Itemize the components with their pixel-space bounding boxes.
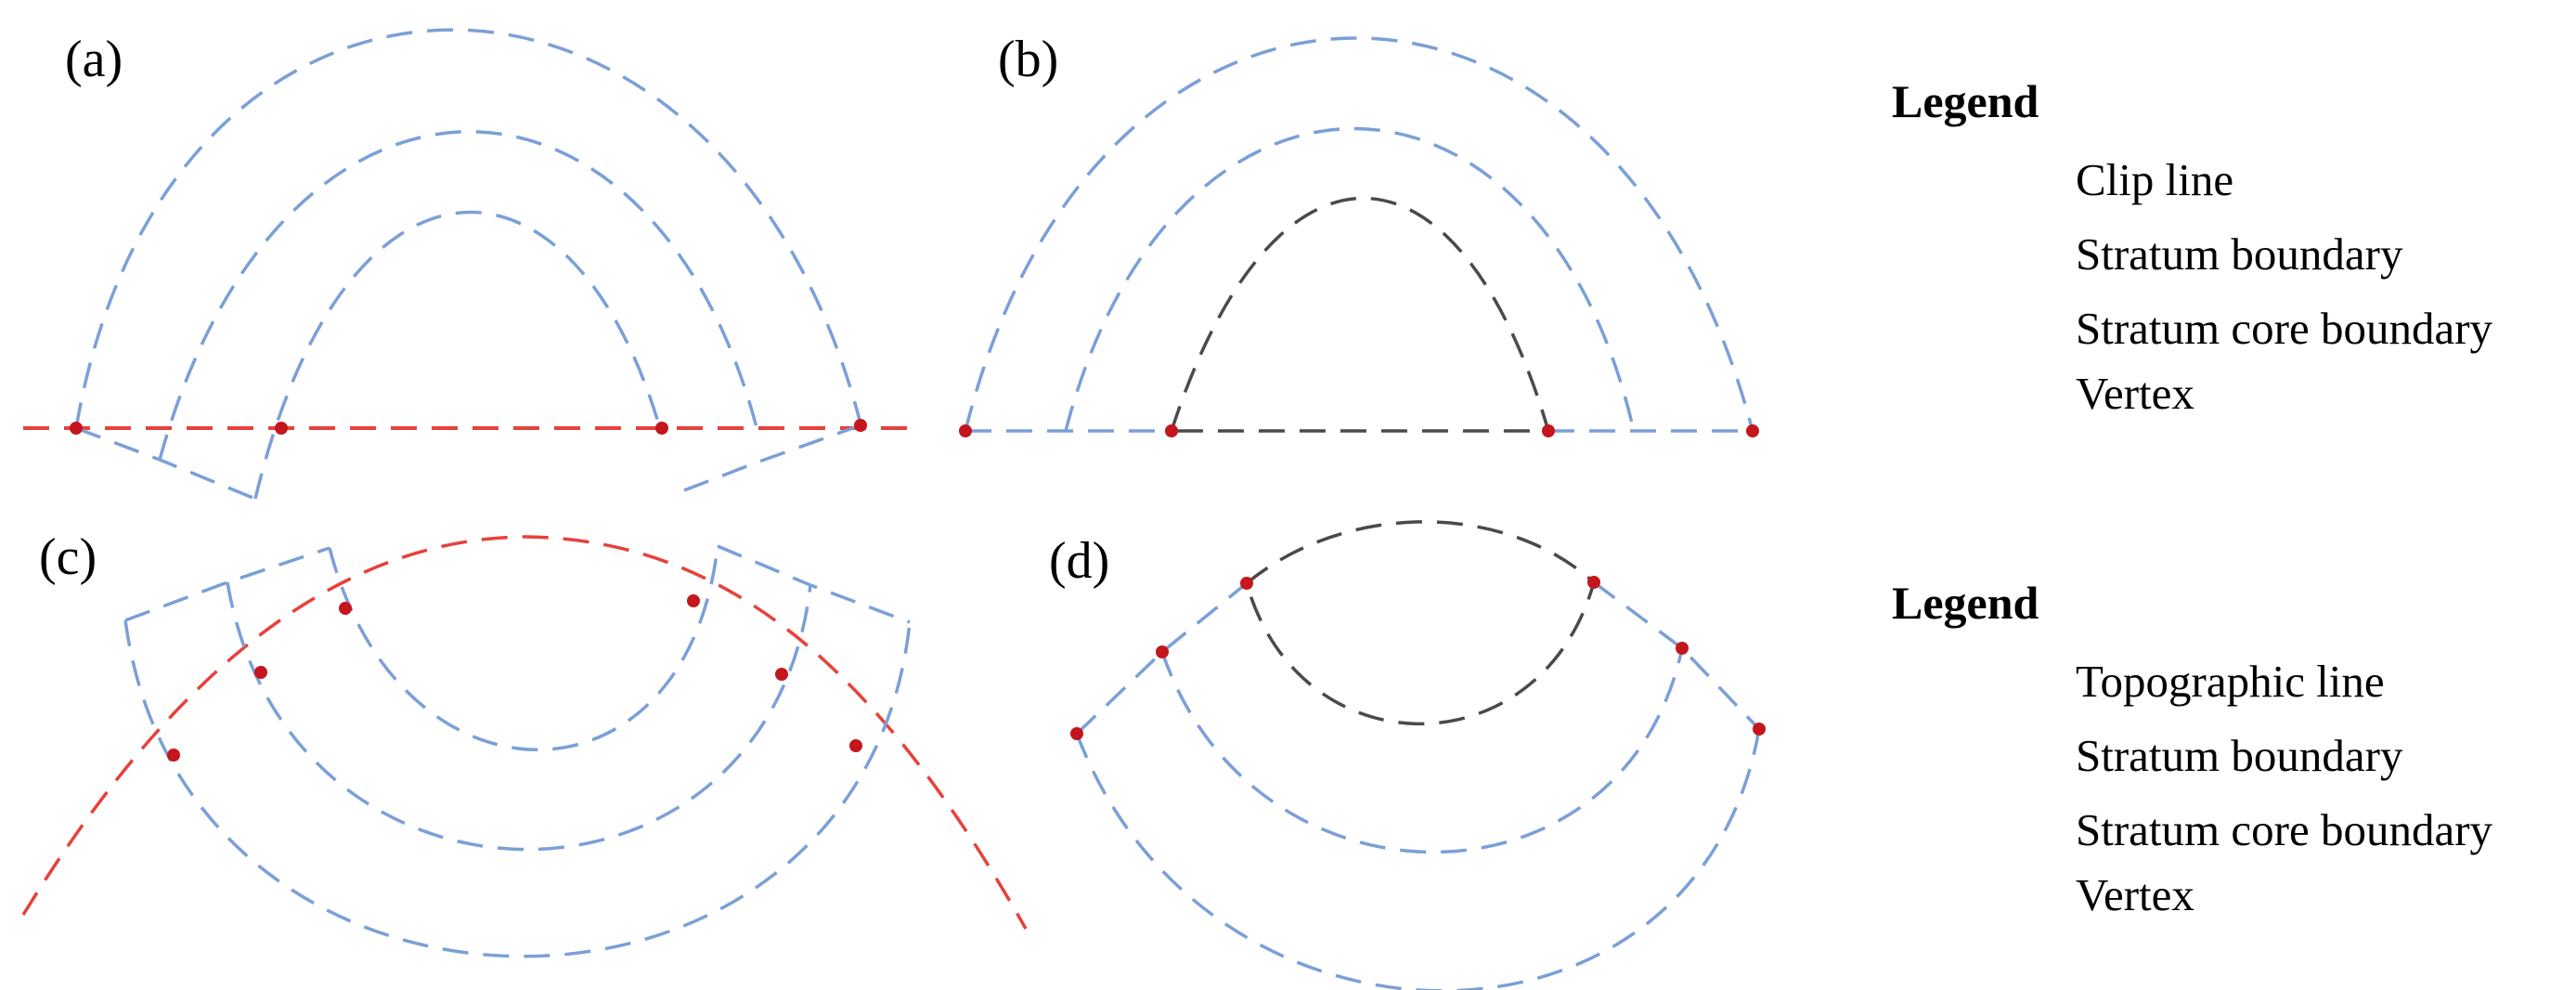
legend-bottom: Legend Topographic line Stratum boundary… [1892, 577, 2493, 920]
panel-d-outer-stratum-boundary [1075, 728, 1761, 990]
panel-a-right-end-cap [683, 423, 861, 492]
panel-c-inner-stratum-boundary [328, 545, 719, 751]
panel-a-outer-stratum-boundary [74, 28, 862, 429]
legend-bottom-item-vertex: Vertex [2076, 869, 2194, 920]
panel-c-topographic-line [21, 535, 1028, 930]
panel-b-label: (b) [998, 31, 1058, 88]
legend-top-item-stratum-core-boundary: Stratum core boundary [2076, 303, 2493, 354]
panel-d-label: (d) [1049, 532, 1109, 590]
panel-c-label: (c) [39, 528, 97, 586]
panel-d-vertex [1587, 576, 1600, 589]
panel-b-vertex [1542, 424, 1555, 437]
legend-bottom-item-topographic-line: Topographic line [2076, 656, 2385, 707]
panel-a-inner-stratum-boundary [253, 210, 661, 500]
panel-d-vertex [1156, 645, 1169, 658]
panel-b-outer-stratum-boundary [964, 36, 1754, 432]
legend-top-title: Legend [1892, 75, 2039, 127]
panel-a: (a) [23, 28, 919, 501]
panel-a-left-end-cap [75, 426, 256, 501]
panel-a-vertex [275, 422, 288, 435]
panel-a-vertex [655, 422, 668, 435]
panel-c-vertex [775, 668, 788, 681]
panel-b-stratum-core-boundary [1169, 196, 1551, 433]
panel-c-middle-stratum-boundary [226, 581, 812, 852]
panel-c-left-top-cap [124, 546, 330, 622]
panel-c-vertex [254, 666, 267, 679]
panel-d-top-right-boundary [1592, 580, 1761, 731]
panel-a-vertex [70, 422, 83, 435]
legend-top: Legend Clip line Stratum boundary Stratu… [1892, 75, 2493, 419]
panel-c-vertex [687, 594, 700, 607]
panel-b-vertex [1165, 424, 1178, 437]
panel-b-vertex [959, 424, 972, 437]
legend-top-item-vertex: Vertex [2076, 368, 2194, 419]
panel-d-vertex [1240, 577, 1253, 590]
panel-d-vertex [1070, 727, 1083, 740]
panel-c: (c) [21, 528, 1028, 958]
panel-d: (d) [1049, 520, 1766, 990]
legend-top-item-stratum-boundary: Stratum boundary [2076, 228, 2403, 280]
legend-bottom-title: Legend [1892, 577, 2039, 629]
panel-d-vertex [1676, 642, 1689, 655]
panel-b: (b) [959, 31, 1759, 437]
legend-bottom-item-stratum-core-boundary: Stratum core boundary [2076, 804, 2493, 855]
panel-c-outer-stratum-boundary [123, 619, 912, 958]
panel-a-middle-stratum-boundary [158, 130, 758, 461]
panel-c-right-top-cap [717, 544, 911, 624]
panel-b-vertex [1746, 424, 1759, 437]
legend-bottom-item-stratum-boundary: Stratum boundary [2076, 730, 2403, 781]
panel-c-vertex [167, 749, 180, 762]
panel-d-middle-stratum-boundary [1160, 647, 1684, 854]
panel-c-vertex [849, 739, 862, 752]
panel-a-vertex [854, 419, 867, 432]
panel-d-vertex [1753, 723, 1766, 736]
legend-top-item-clip-line: Clip line [2076, 154, 2233, 205]
panel-c-vertex [339, 602, 352, 615]
panel-a-label: (a) [65, 31, 123, 88]
panel-d-stratum-core-boundary [1245, 520, 1596, 725]
panel-d-top-left-boundary [1075, 581, 1249, 736]
panel-b-middle-stratum-boundary [1064, 126, 1636, 432]
